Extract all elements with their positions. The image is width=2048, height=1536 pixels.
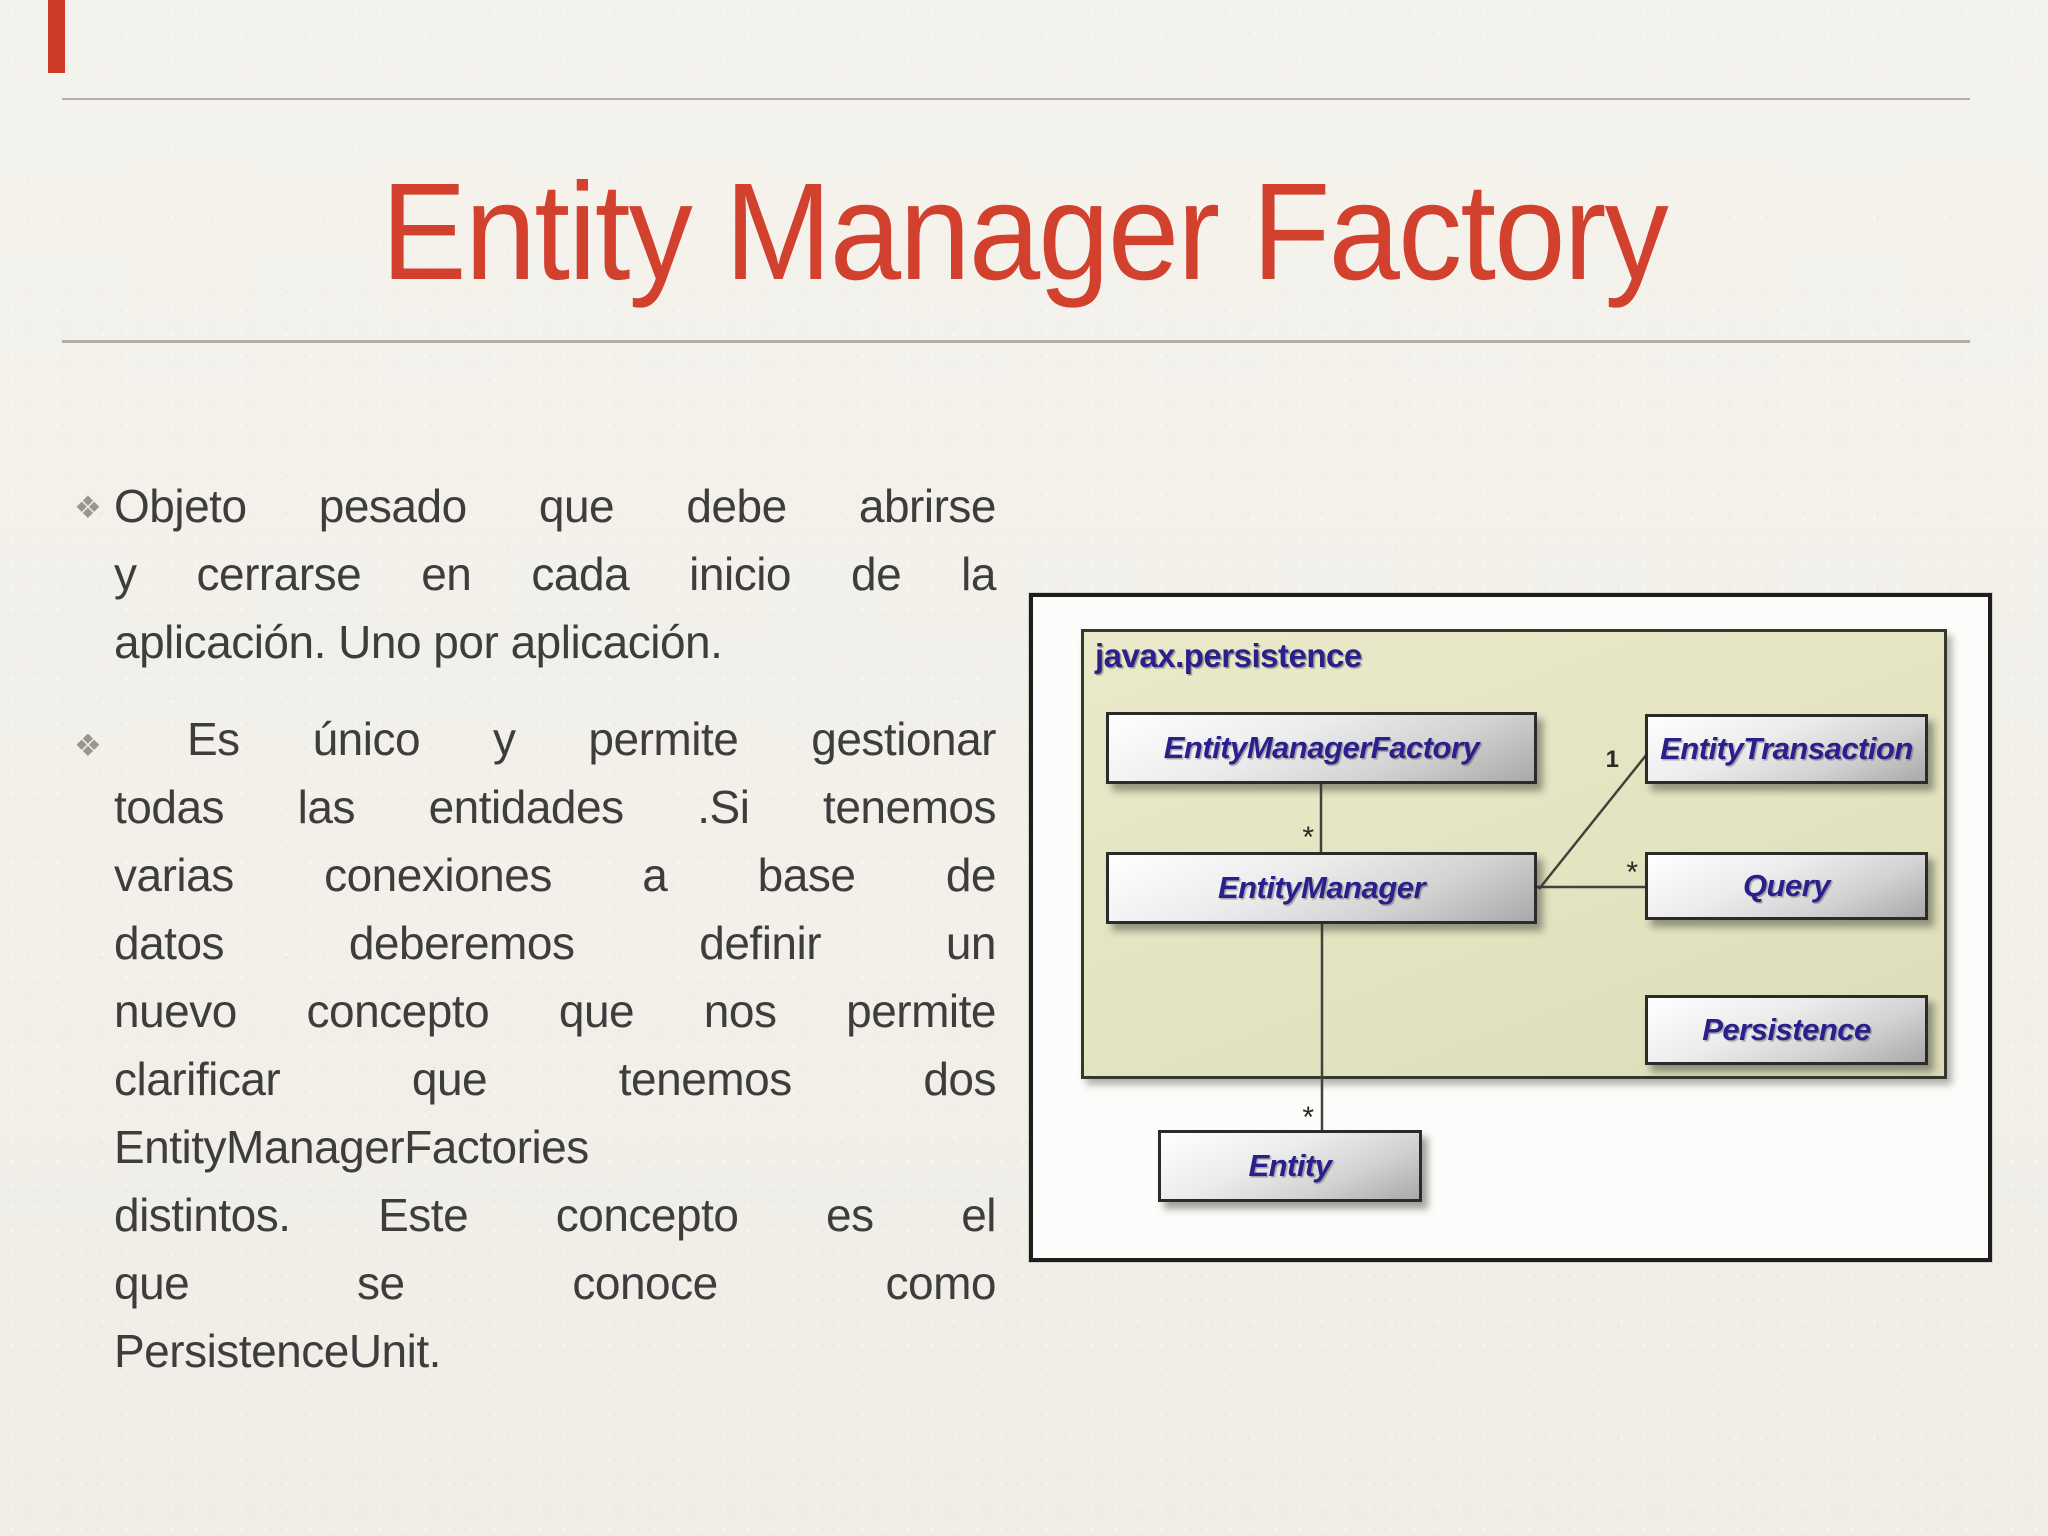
- top-divider: [62, 98, 1970, 100]
- bullet-diamond-icon: ❖: [74, 728, 102, 763]
- bullet-diamond-icon: ❖: [74, 490, 102, 525]
- connector-lines: * * * 1: [1302, 746, 1648, 1134]
- bullet-line: PersistenceUnit.: [114, 1325, 441, 1377]
- connector-manager-transaction: [1538, 753, 1648, 890]
- multiplicity-label: 1: [1606, 746, 1619, 773]
- accent-bar: [48, 0, 65, 73]
- page-title: Entity Manager Factory: [381, 155, 1669, 309]
- bullet-line: aplicación. Uno por aplicación.: [114, 616, 723, 668]
- bullet-item-1: Objeto pesado que debe abrirse y cerrars…: [114, 472, 997, 676]
- class-box-entitymanagerfactory: EntityManagerFactory: [1106, 712, 1537, 784]
- class-box-entitytransaction: EntityTransaction: [1645, 714, 1928, 784]
- bullet-line: que se conoce como: [114, 1257, 997, 1309]
- class-box-persistence: Persistence: [1645, 995, 1928, 1065]
- bullet-line: varias conexiones a base de: [114, 849, 997, 901]
- bullet-line: EntityManagerFactories: [114, 1121, 589, 1173]
- bullet-line: datos deberemos definir un: [114, 917, 997, 969]
- bullet-line: distintos. Este concepto es el: [114, 1189, 997, 1241]
- bullet-line: Es único y permite gestionar: [114, 713, 997, 765]
- package-label: javax.persistence: [1095, 637, 1362, 674]
- bullet-line: y cerrarse en cada inicio de la: [114, 548, 997, 600]
- bullet-line: nuevo concepto que nos permite: [114, 985, 997, 1037]
- class-box-query: Query: [1645, 852, 1928, 920]
- bullet-line: clarificar que tenemos dos: [114, 1053, 997, 1105]
- uml-diagram: javax.persistence * * * 1 EntityManagerF…: [1029, 593, 1992, 1262]
- bullet-line: Objeto pesado que debe abrirse: [114, 480, 997, 532]
- bullet-item-2: Es único y permite gestionar todas las e…: [114, 705, 997, 1385]
- multiplicity-label: *: [1626, 856, 1638, 889]
- class-box-entitymanager: EntityManager: [1106, 852, 1537, 924]
- title-divider: [62, 340, 1970, 343]
- class-box-entity: Entity: [1158, 1130, 1422, 1202]
- bullet-line: todas las entidades .Si tenemos: [114, 781, 997, 833]
- multiplicity-label: *: [1302, 1101, 1314, 1134]
- multiplicity-label: *: [1302, 821, 1314, 854]
